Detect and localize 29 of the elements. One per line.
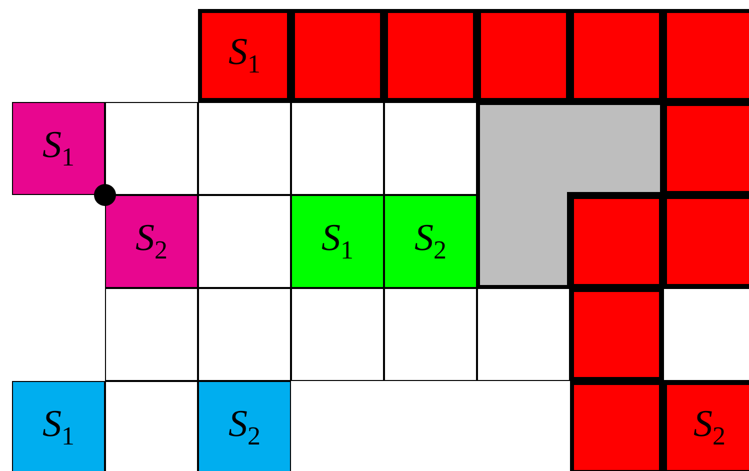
cell-label: S$_{2}$ [414, 219, 446, 264]
colored-cell [12, 381, 105, 471]
grid-cell [105, 381, 198, 471]
grid-cell [384, 102, 477, 195]
colored-cell [291, 195, 384, 288]
grid-cell [105, 102, 198, 195]
cell-label: S$_{1}$ [42, 126, 74, 171]
cell-label: S$_{2}$ [694, 405, 726, 450]
grid-cell [105, 288, 198, 381]
grid-cell [198, 102, 291, 195]
grid-cell [291, 102, 384, 195]
cell-label: S$_{1}$ [42, 405, 74, 450]
grid-cell [477, 288, 570, 381]
colored-cell [384, 195, 477, 288]
colored-cell [663, 381, 749, 471]
cell-label: S$_{2}$ [228, 405, 260, 450]
colored-cell [198, 381, 291, 471]
cell-label: S$_{1}$ [228, 33, 260, 78]
colored-cell [198, 9, 291, 102]
shaded-region [477, 102, 663, 288]
cell-label: S$_{2}$ [136, 219, 168, 264]
grid-cell [198, 288, 291, 381]
grid-cell [291, 288, 384, 381]
grid-cell [198, 195, 291, 288]
grid-cell [384, 288, 477, 381]
colored-cell [105, 195, 198, 288]
colored-cell [12, 102, 105, 195]
grid-cell [663, 288, 749, 381]
cell-label: S$_{1}$ [322, 219, 354, 264]
